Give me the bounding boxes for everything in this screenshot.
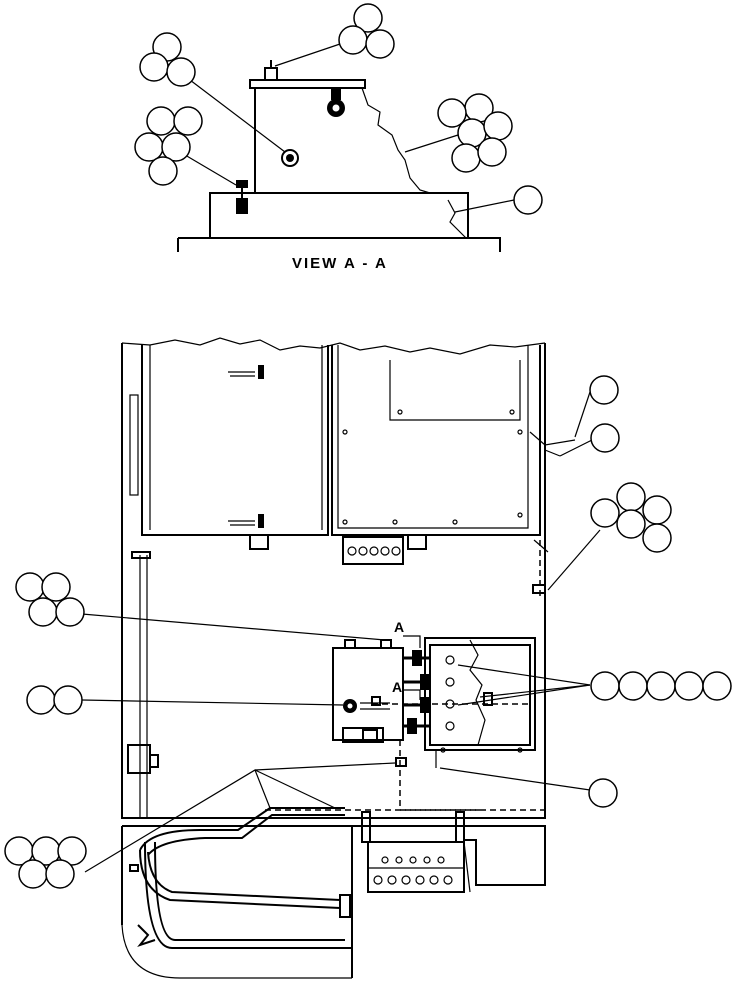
callout-lower-right [588, 778, 618, 808]
callout-upper-right-2 [590, 423, 620, 453]
callout-box-mount [15, 572, 85, 627]
callout-right-tube [590, 482, 672, 553]
lower-grille-holes [373, 856, 453, 885]
main-plan-view: A A [121, 337, 576, 979]
grille-holes [347, 546, 401, 556]
callout-side-bolt [134, 106, 203, 186]
callout-lines [4, 836, 87, 889]
callout-upper-right-1 [589, 375, 619, 405]
view-a-a-detail: VIEW A - A [177, 60, 501, 272]
callout-top-nut [338, 3, 395, 59]
callout-box-fitting [26, 685, 83, 715]
callout-broken-cover [437, 93, 513, 173]
section-marker-a-top: A [394, 619, 404, 635]
terminal-connectors [403, 650, 430, 734]
section-marker-a-bottom: A [392, 679, 402, 695]
view-title: VIEW A - A [292, 255, 388, 272]
callout-terminals [590, 671, 732, 701]
callout-base [513, 185, 543, 215]
callout-rear-plate-bolt [139, 32, 196, 87]
leader-lines [81, 43, 601, 873]
